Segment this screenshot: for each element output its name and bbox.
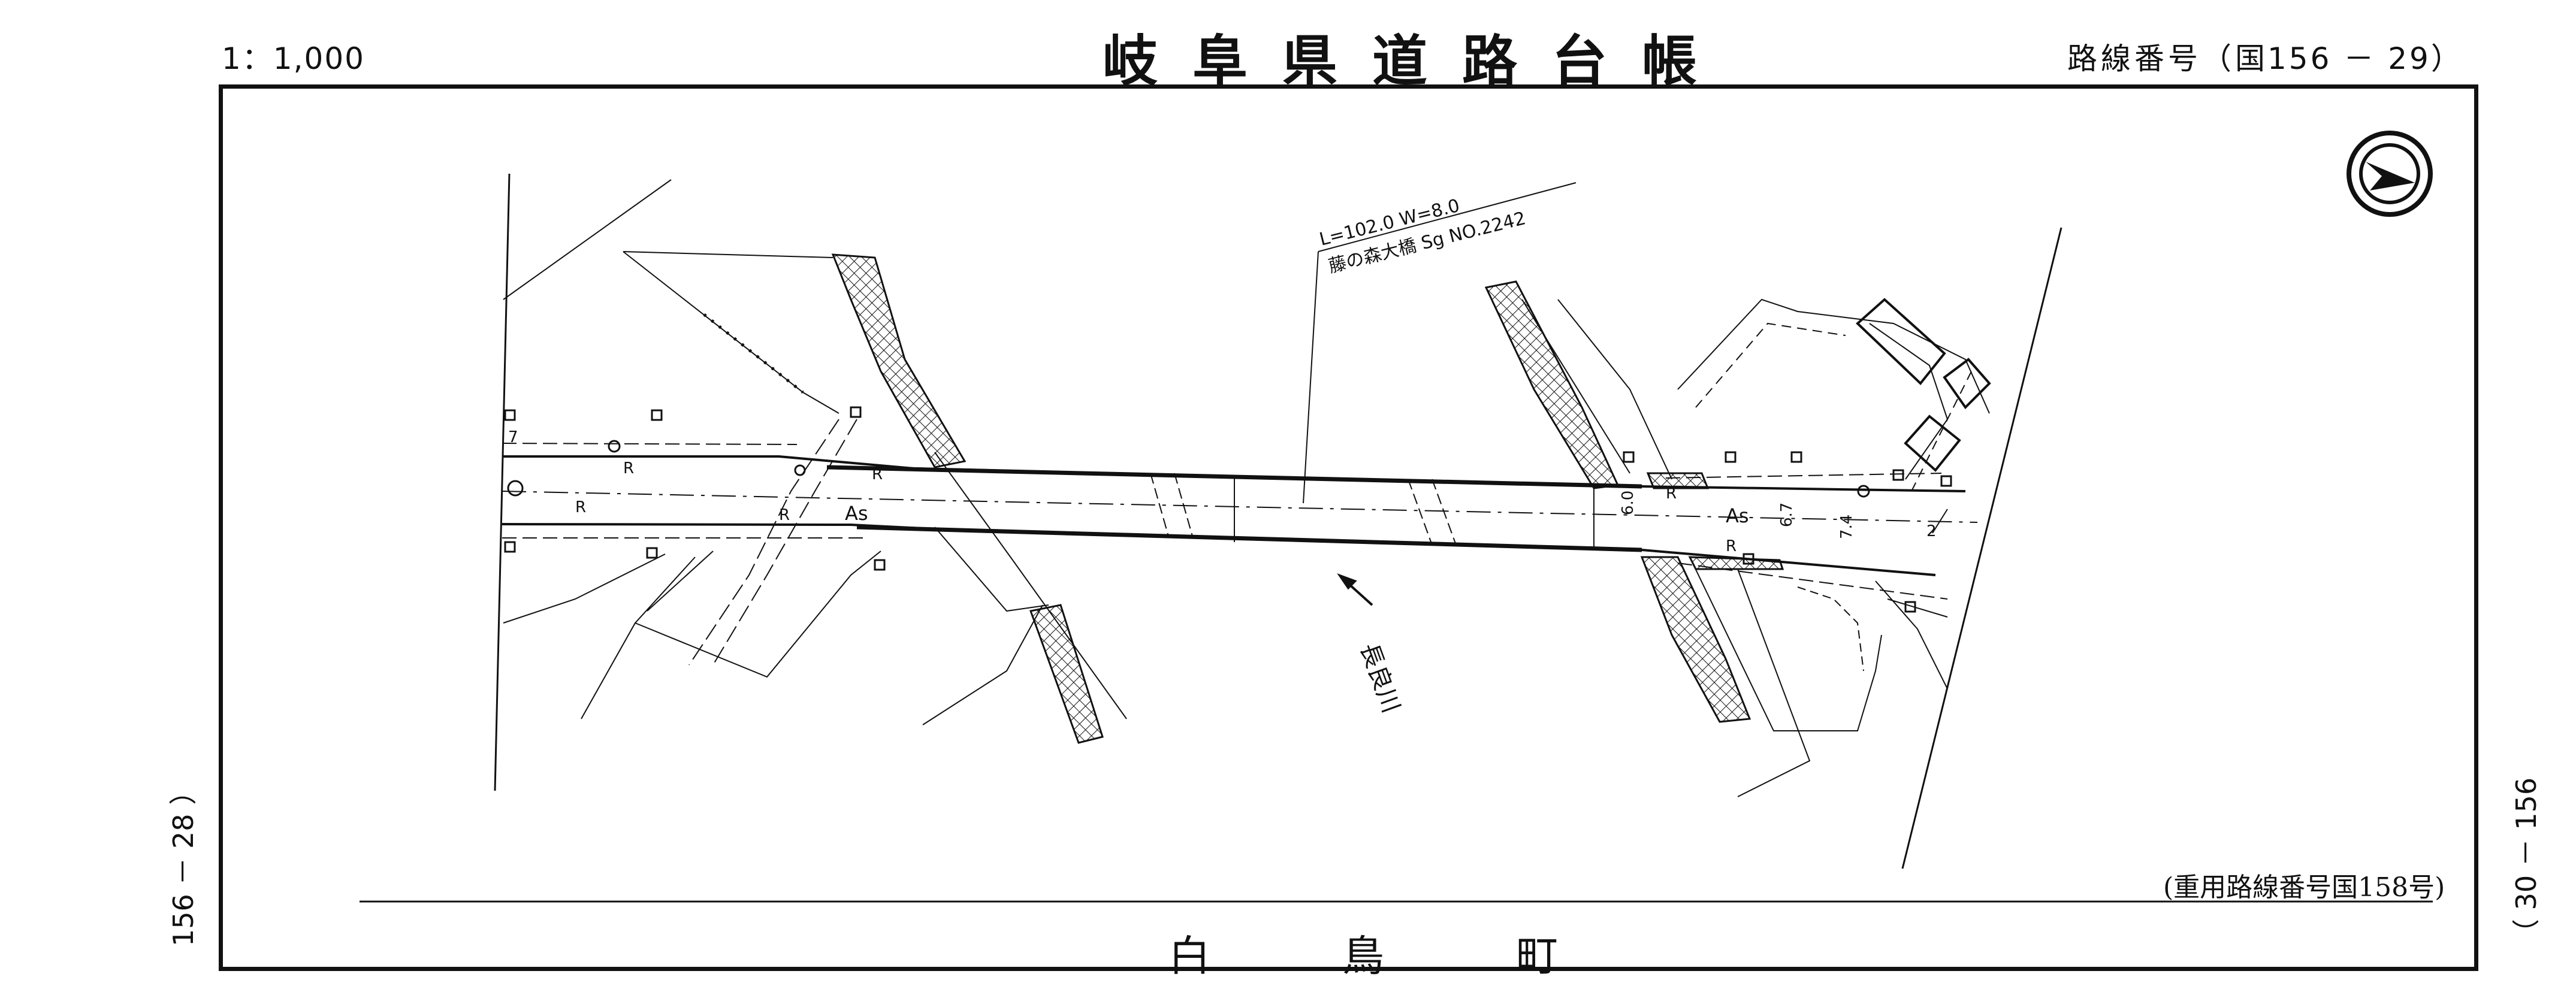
road-marks: As As R R R R R R 7 6.0 6.7 7.4 2 — [508, 428, 1937, 555]
route-number: 路線番号（国156 － 29） — [2067, 35, 2465, 78]
north-arrow-icon — [2347, 131, 2433, 217]
river-name: 長良川 — [1355, 640, 1405, 716]
parcel-lines — [503, 179, 1990, 797]
route-number-prefix: 路線番号（ — [2067, 41, 2235, 76]
map-symbols — [504, 406, 1952, 613]
place-name: 白鳥町 — [1168, 931, 1690, 981]
right-mark: R — [575, 498, 586, 516]
river-flow: 長良川 — [1337, 573, 1405, 716]
width-label: 7 — [508, 428, 518, 446]
right-mark: R — [872, 465, 883, 483]
map-boundary-lines — [360, 173, 2433, 903]
route-number-value: 国156 － 29 — [2235, 41, 2431, 76]
buildings — [1856, 298, 1991, 472]
map-scale: 1：1,000 — [222, 41, 365, 76]
width-label: 6.0 — [1619, 491, 1637, 515]
width-label: 7.4 — [1838, 515, 1856, 539]
route-number-suffix: ） — [2430, 41, 2465, 76]
embankment-hatching — [831, 253, 1784, 744]
width-label: 2 — [1926, 522, 1937, 540]
right-mark: R — [1726, 537, 1737, 555]
road-and-bridge — [502, 443, 1978, 600]
sheet-title: 岐阜県道路台帳 — [1103, 29, 1732, 93]
right-mark: R — [779, 506, 790, 524]
pavement-type-right: As — [1726, 504, 1749, 527]
width-label: 6.7 — [1778, 503, 1796, 527]
concurrent-route-number: (重用路線番号国158号) — [2163, 872, 2445, 903]
right-mark: R — [623, 459, 634, 477]
road-map-drawing: L=102.0 W=8.0 藤の森大橋 Sg NO.2242 長良川 As As… — [360, 131, 2433, 903]
pavement-type-left: As — [845, 502, 868, 525]
right-mark: R — [1666, 485, 1677, 503]
